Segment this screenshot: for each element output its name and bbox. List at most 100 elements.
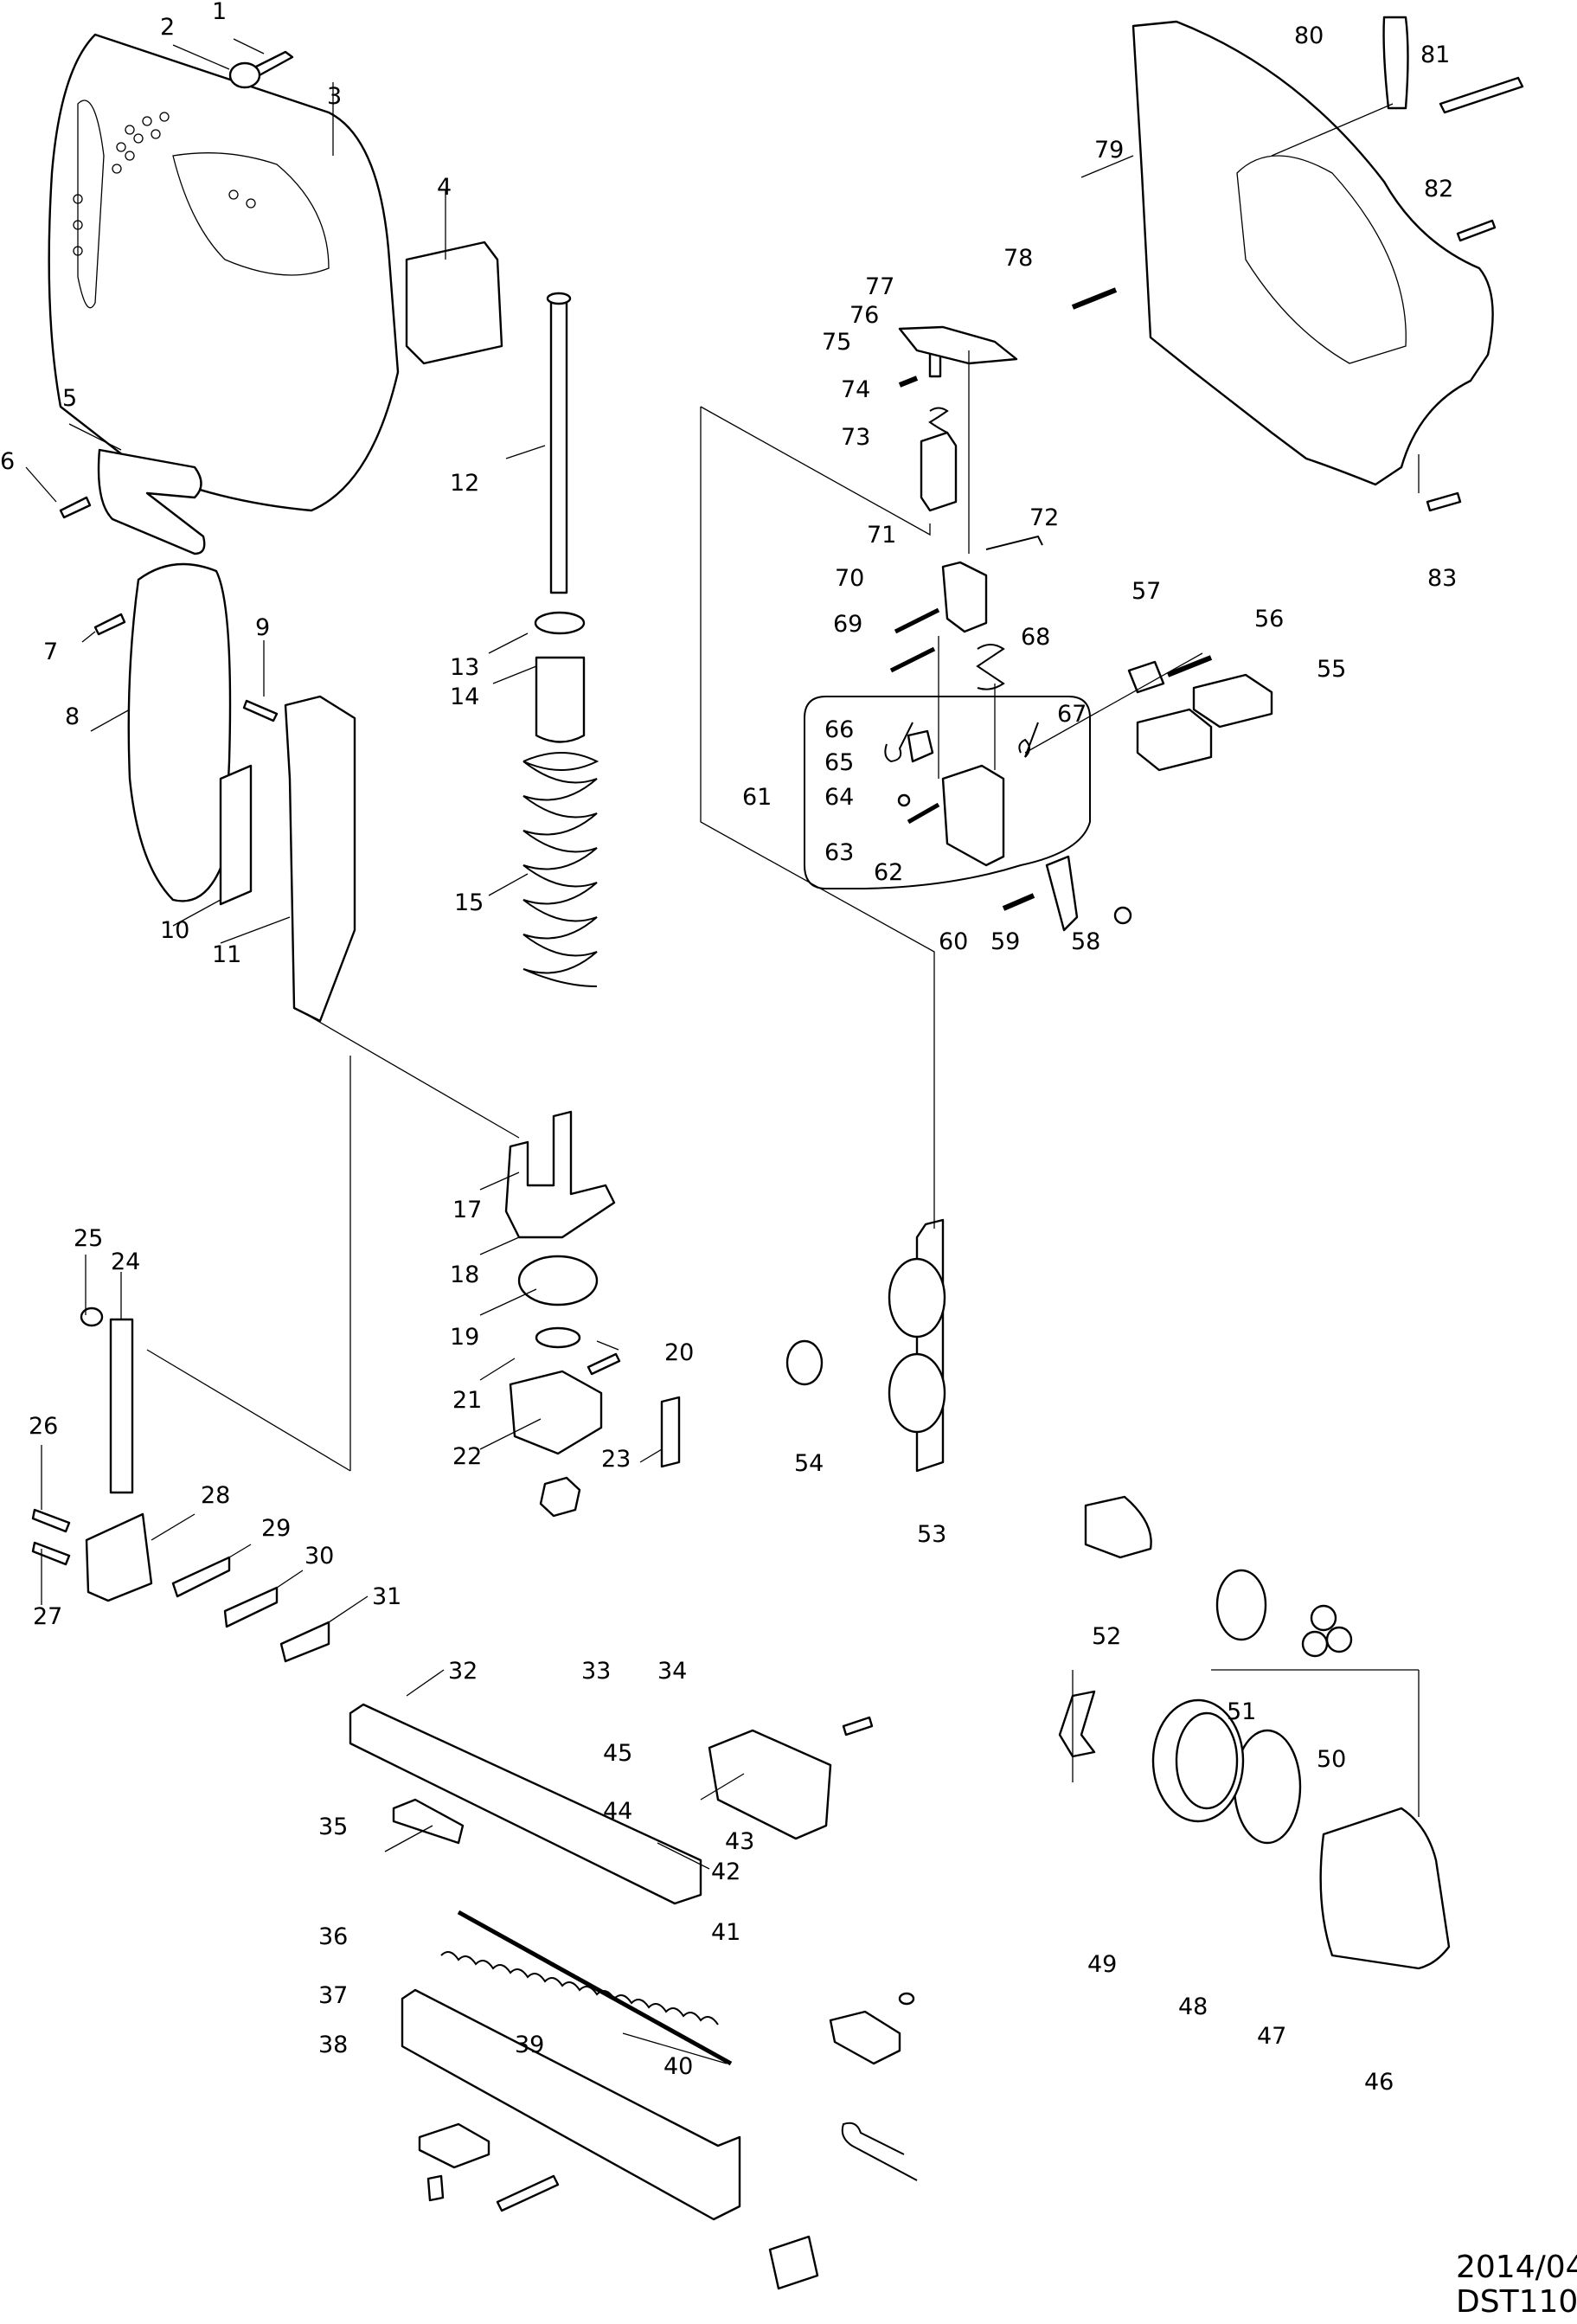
part-label: 40 xyxy=(663,2053,694,2080)
battery-cover xyxy=(405,241,503,365)
pin-69 xyxy=(889,646,936,673)
part-label: 82 xyxy=(1424,176,1454,202)
part-label: 54 xyxy=(794,1450,824,1477)
part-label: 10 xyxy=(160,917,190,944)
part-label: 43 xyxy=(725,1828,755,1855)
screw-81 xyxy=(1439,76,1524,114)
ring-43 xyxy=(898,1992,915,2006)
part-label: 62 xyxy=(874,859,904,886)
part-label: 42 xyxy=(711,1859,741,1885)
switch-62 xyxy=(941,764,1005,867)
side-cover xyxy=(127,562,232,902)
pin-56 xyxy=(1166,655,1213,677)
screw-20 xyxy=(587,1352,621,1376)
part-label: 44 xyxy=(603,1798,633,1825)
part-label: 19 xyxy=(450,1324,480,1351)
part-label: 21 xyxy=(452,1387,483,1414)
spring-74 xyxy=(928,407,949,433)
latch-42 xyxy=(829,2010,901,2065)
part-label: 56 xyxy=(1254,606,1285,632)
spring-44 xyxy=(440,1951,719,2025)
magazine-32 xyxy=(349,1703,702,1905)
part-label: 28 xyxy=(201,1482,231,1509)
belt-hook xyxy=(97,448,206,555)
part-label: 32 xyxy=(448,1658,478,1685)
nose-cover-33 xyxy=(708,1729,832,1840)
bracket-17 xyxy=(504,1110,616,1239)
plate-30 xyxy=(223,1586,279,1628)
guide-plate xyxy=(284,695,356,1023)
part-label: 57 xyxy=(1131,578,1162,605)
washer-19 xyxy=(535,1326,581,1349)
part-label: 2 xyxy=(160,14,176,41)
lock-65 xyxy=(907,729,934,763)
footer-date: 2014/04 xyxy=(1456,2250,1577,2285)
part-label: 69 xyxy=(833,611,863,638)
part-label: 59 xyxy=(990,928,1021,955)
screw-9 xyxy=(242,699,279,722)
block-37 xyxy=(418,2122,490,2169)
part-label: 18 xyxy=(450,1262,480,1288)
part-label: 14 xyxy=(450,684,480,710)
part-label: 34 xyxy=(657,1658,688,1685)
part-label: 58 xyxy=(1071,928,1101,955)
part-label: 11 xyxy=(212,941,242,968)
spring-15 xyxy=(522,752,599,987)
part-label: 3 xyxy=(327,83,343,110)
part-label: 29 xyxy=(261,1515,292,1542)
washer-47 xyxy=(1233,1729,1302,1845)
footer-model: DST110 xyxy=(1456,2284,1577,2320)
part-label: 76 xyxy=(849,302,880,329)
screw-26 xyxy=(31,1508,71,1533)
part-label: 67 xyxy=(1057,701,1087,728)
crank-53 xyxy=(915,1218,945,1473)
part-label: 61 xyxy=(742,784,772,811)
plate-31 xyxy=(279,1621,330,1663)
part-label: 74 xyxy=(841,376,871,403)
part-label: 5 xyxy=(62,385,78,412)
cap-18 xyxy=(517,1255,599,1306)
spring-58 xyxy=(1113,906,1132,925)
part-label: 24 xyxy=(111,1249,141,1275)
bar-24 xyxy=(109,1318,134,1494)
part-label: 25 xyxy=(74,1225,104,1252)
label-plate xyxy=(219,764,253,906)
shaft xyxy=(549,297,568,594)
part-label: 23 xyxy=(601,1446,631,1473)
lever-77 xyxy=(898,325,1018,365)
part-label: 45 xyxy=(603,1740,633,1767)
part-label: 72 xyxy=(1029,504,1060,531)
part-label: 65 xyxy=(824,749,855,776)
plate-49 xyxy=(1058,1690,1096,1758)
part-label: 52 xyxy=(1092,1623,1122,1650)
rod-45 xyxy=(457,1910,733,2066)
part-label: 73 xyxy=(841,424,871,451)
block-21 xyxy=(509,1370,603,1455)
part-label: 79 xyxy=(1094,137,1125,164)
part-label: 20 xyxy=(664,1339,695,1366)
switch-group-frame xyxy=(804,696,1091,889)
part-label: 22 xyxy=(452,1443,483,1470)
part-label: 39 xyxy=(515,2032,545,2058)
nut-40 xyxy=(768,2235,819,2290)
part-label: 33 xyxy=(581,1658,612,1685)
part-label: 17 xyxy=(452,1197,483,1223)
plate-23 xyxy=(660,1396,681,1468)
part-label: 7 xyxy=(43,639,59,665)
microswitch-55 xyxy=(1192,673,1273,729)
cap-35 xyxy=(392,1798,465,1845)
part-label: 78 xyxy=(1003,245,1034,272)
part-label: 77 xyxy=(865,273,895,300)
screw-83 xyxy=(1426,491,1462,512)
part-label: 64 xyxy=(824,784,855,811)
part-label: 51 xyxy=(1227,1698,1257,1725)
slider-73 xyxy=(920,431,958,512)
part-label: 37 xyxy=(318,1982,349,2009)
microswitch-lower xyxy=(1136,708,1213,772)
bushing-54 xyxy=(785,1339,824,1386)
motor-46 xyxy=(1319,1807,1451,1970)
part-label: 47 xyxy=(1257,2023,1287,2050)
pin-78 xyxy=(1071,287,1118,310)
pin-70 xyxy=(894,607,940,634)
